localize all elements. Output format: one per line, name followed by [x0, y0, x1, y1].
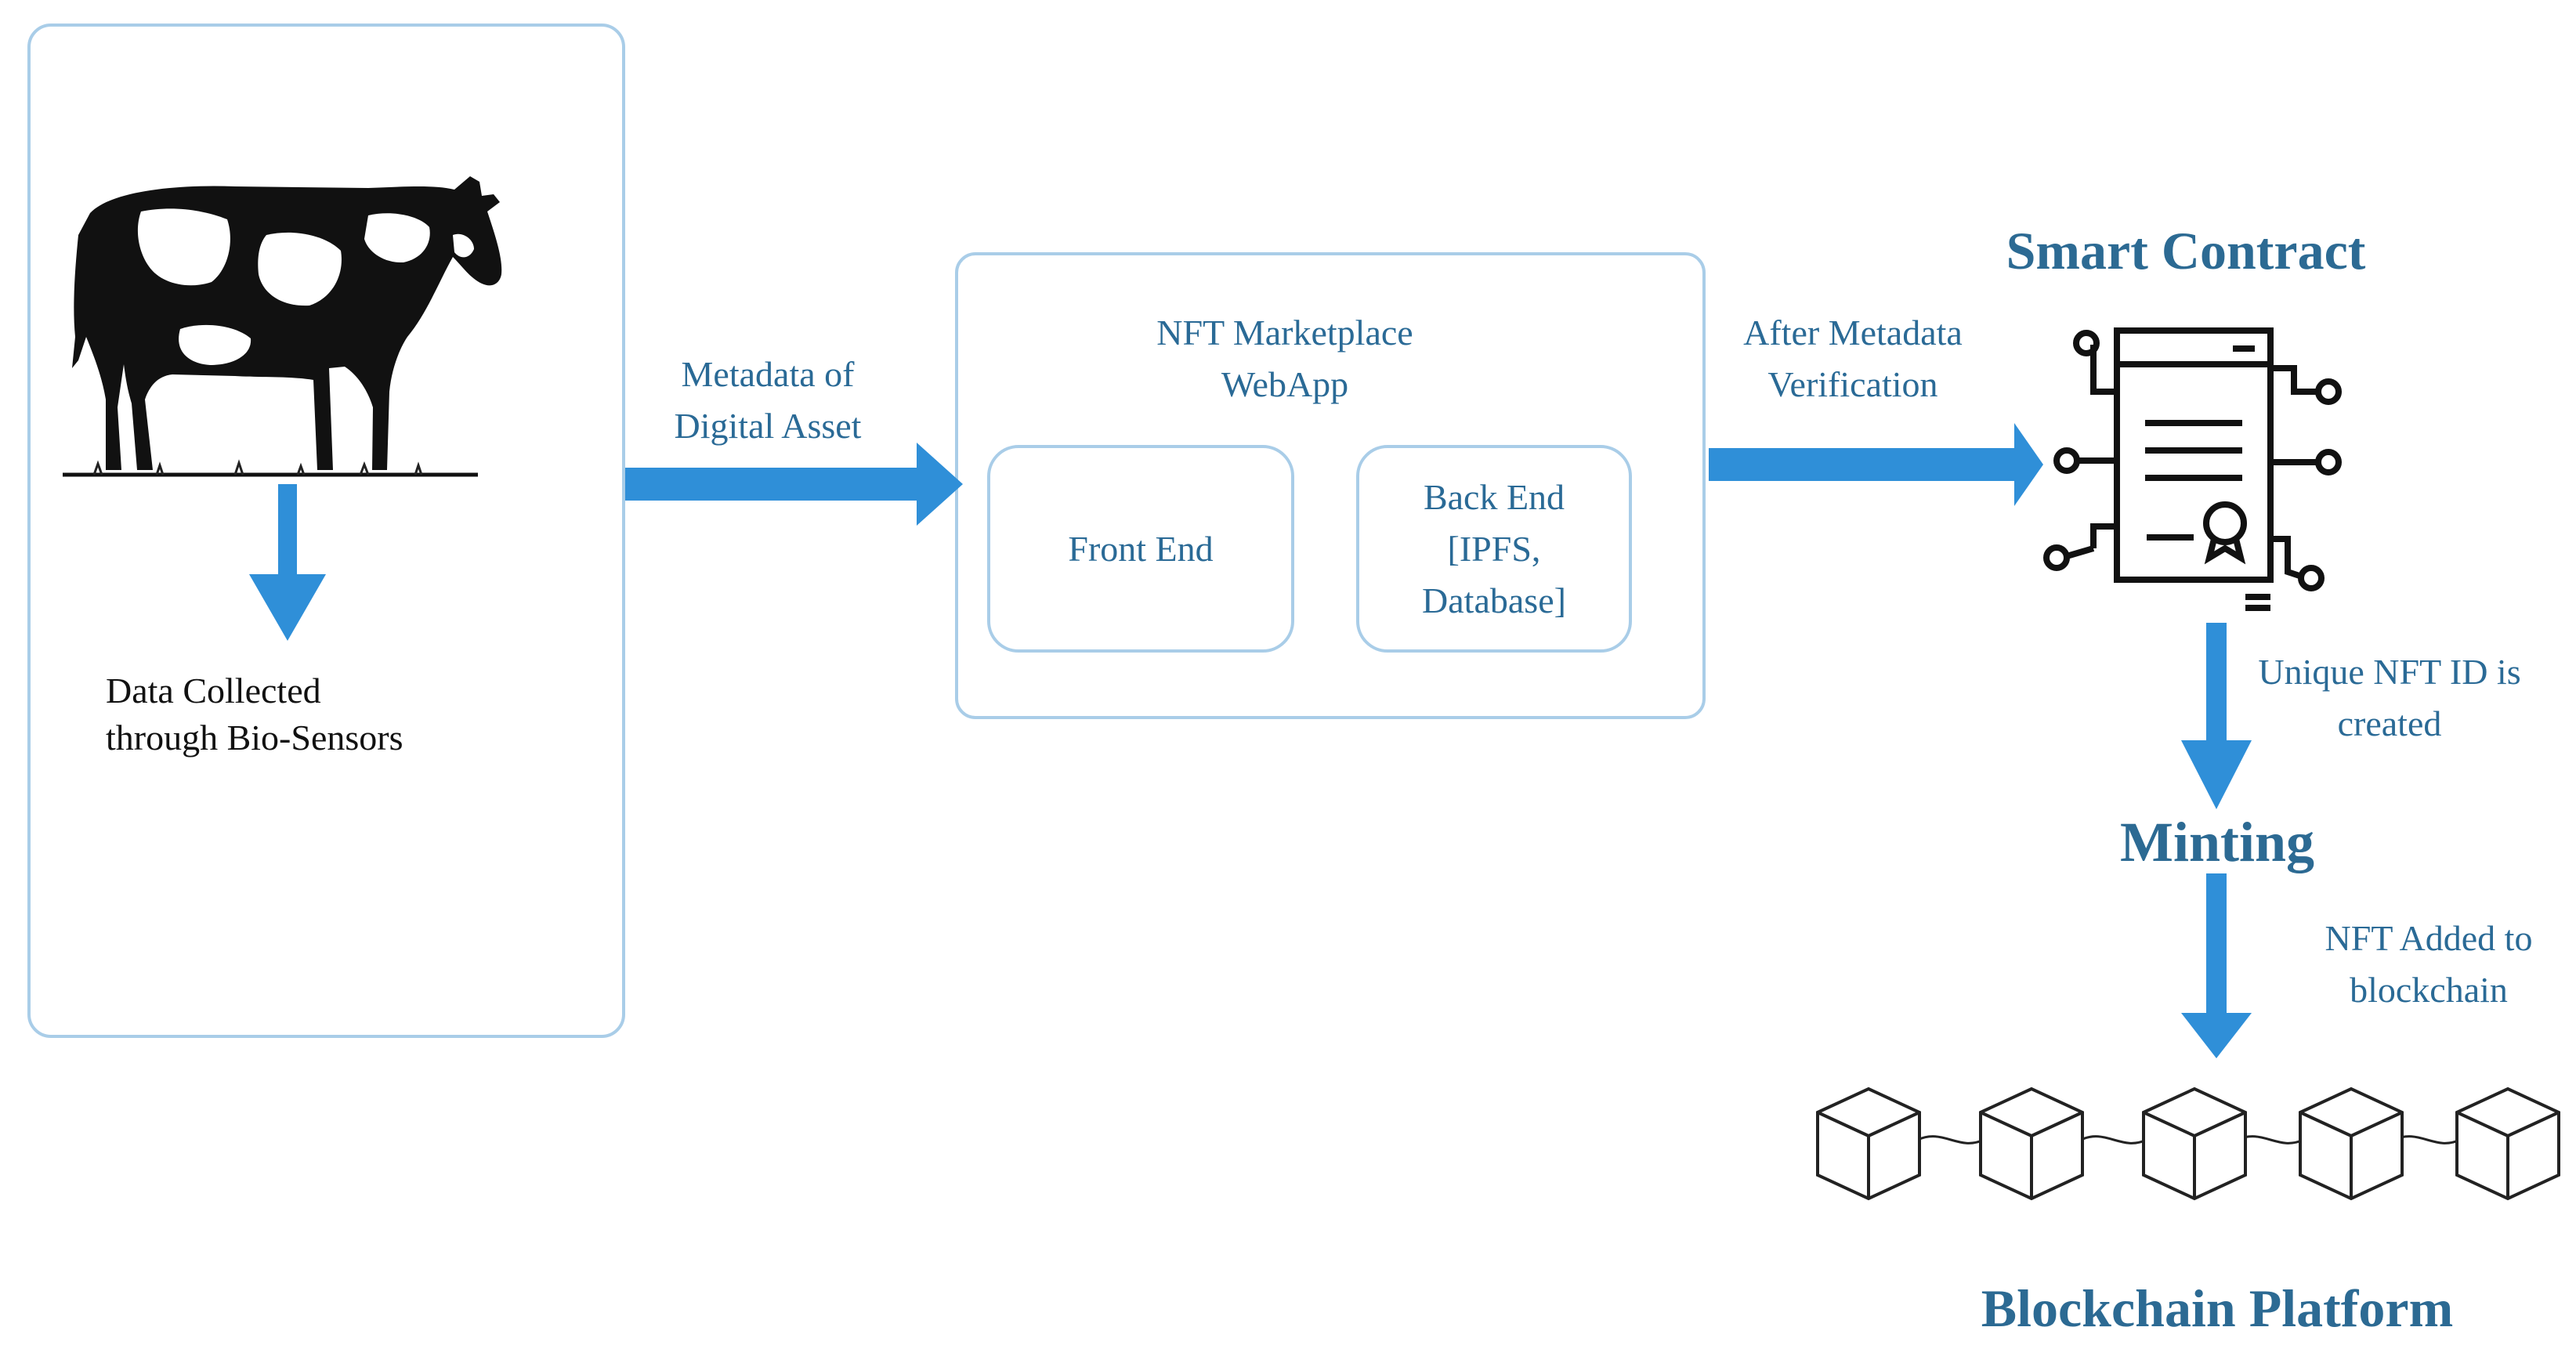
front-end-box: [987, 445, 1294, 653]
cow-silhouette-icon: [63, 176, 502, 477]
marketplace-title-line1: NFT Marketplace: [1156, 313, 1413, 353]
block-cube: [2299, 1087, 2404, 1201]
arrow-metadata: [625, 443, 963, 526]
arrow-down-minting: [2181, 873, 2252, 1058]
back-end-label-line1: Back End: [1423, 477, 1565, 517]
block-cube: [1979, 1087, 2084, 1201]
arrow-verification: [1709, 423, 2043, 506]
back-end-label-line3: Database]: [1422, 580, 1566, 620]
metadata-label-line1: Metadata of: [681, 354, 855, 394]
source-caption-line1: Data Collected: [106, 671, 321, 711]
minting-title: Minting: [2119, 811, 2315, 873]
marketplace-title-line2: WebApp: [1221, 364, 1349, 404]
metadata-label-line2: Digital Asset: [674, 406, 862, 446]
smart-contract-title: Smart Contract: [2006, 221, 2366, 280]
nft-added-label-line1: NFT Added to: [2325, 918, 2533, 958]
blockchain-platform-title: Blockchain Platform: [1981, 1278, 2454, 1338]
front-end-label: Front End: [1068, 529, 1214, 569]
arrow-down-cow: [249, 484, 326, 641]
block-cube: [1816, 1087, 1921, 1201]
source-caption-line2: through Bio-Sensors: [106, 718, 403, 758]
blockchain-cubes-icon: [1816, 1087, 2560, 1201]
verification-label-line1: After Metadata: [1743, 313, 1963, 353]
back-end-box: [1356, 445, 1632, 653]
unique-id-label-line2: created: [2337, 703, 2442, 743]
block-cube: [2142, 1087, 2247, 1201]
smart-contract-icon: [2043, 327, 2342, 611]
back-end-label-line2: [IPFS,: [1447, 529, 1541, 569]
nft-added-label-line2: blockchain: [2350, 970, 2508, 1010]
block-cube: [2455, 1087, 2560, 1201]
arrow-down-contract: [2181, 623, 2252, 809]
verification-label-line2: Verification: [1767, 364, 1938, 404]
unique-id-label-line1: Unique NFT ID is: [2258, 652, 2521, 692]
